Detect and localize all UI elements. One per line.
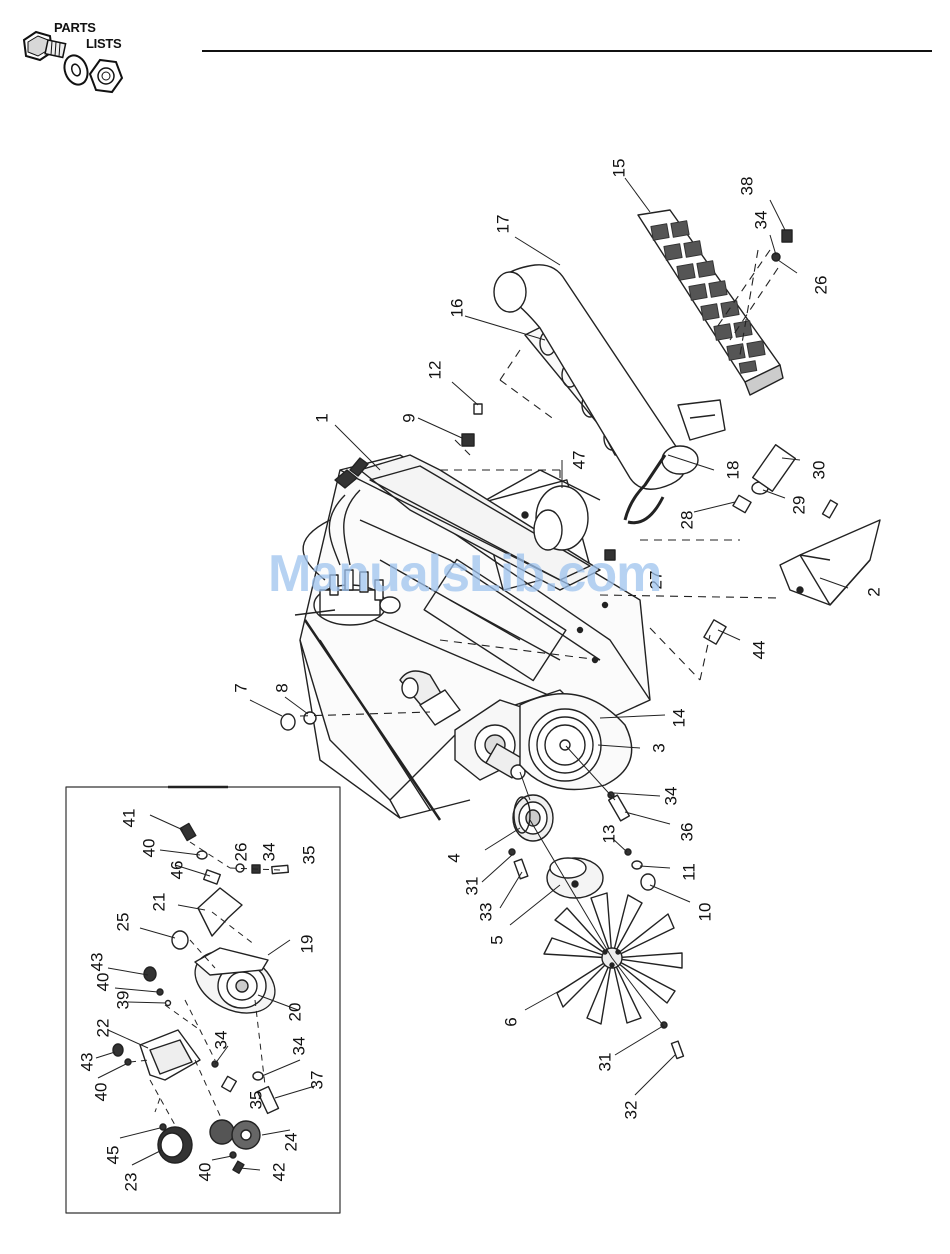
callout-number: 44 [749,641,768,660]
callout-number: 43 [87,953,106,972]
callout-number: 34 [289,1037,308,1056]
callout-number: 34 [751,211,770,230]
callout-number: 17 [493,215,512,234]
watermark: ManualsLib.com [268,544,661,604]
idler-pulleys [158,1120,260,1163]
callout-number: 39 [113,991,132,1010]
callout-number: 33 [476,903,495,922]
callout-number: 1 [312,413,331,422]
callout-number: 26 [811,276,830,295]
callout-number: 23 [121,1173,140,1192]
callout-number: 47 [569,451,588,470]
callout-number: 36 [677,823,696,842]
muffler-guard [638,210,783,395]
callout-number: 21 [149,893,168,912]
callout-number: 15 [609,159,628,178]
callout-number: 24 [281,1133,300,1152]
callout-number: 25 [113,913,132,932]
callout-number: 3 [649,743,668,752]
callout-number: 4 [444,853,463,862]
callout-number: 46 [167,861,186,880]
callout-number: 32 [621,1101,640,1120]
callout-number: 45 [103,1146,122,1165]
callout-number: 8 [272,683,291,692]
callout-number: 26 [231,843,250,862]
exhaust-pipe [494,265,698,489]
callout-number: 14 [669,709,688,728]
pulley [513,795,553,841]
spacer [172,931,188,949]
alternator-bracket [198,888,242,936]
callout-number: 11 [679,863,698,881]
callout-number: 5 [487,935,506,944]
callout-number: 2 [864,587,883,596]
callout-number: 30 [809,461,828,480]
oil-filter [534,486,588,550]
callout-number: 6 [501,1017,520,1026]
callout-number: 16 [447,299,466,318]
callout-number: 35 [246,1091,265,1110]
callout-number: 31 [462,877,481,896]
callout-number: 40 [93,973,112,992]
callout-number: 40 [91,1083,110,1102]
callout-number: 37 [307,1071,326,1090]
callout-number: 41 [119,809,138,828]
callout-number: 43 [77,1053,96,1072]
callout-number: 40 [195,1163,214,1182]
callout-number: 22 [93,1019,112,1038]
heat-shield-bracket [678,400,725,440]
callout-number: 35 [299,846,318,865]
callout-number: 19 [297,935,316,954]
callout-number: 9 [399,413,418,422]
callout-number: 12 [425,361,444,380]
callout-number: 18 [723,461,742,480]
callout-number: 42 [269,1163,288,1182]
callout-number: 31 [595,1053,614,1072]
callout-number: 29 [789,496,808,515]
plug-and-clip [281,712,316,730]
callout-number: 34 [211,1031,230,1050]
callout-number: 20 [285,1003,304,1022]
callout-number: 34 [259,843,278,862]
callout-number: 10 [695,903,714,922]
callout-number: 13 [599,825,618,844]
callout-number: 34 [661,787,680,806]
callout-number: 28 [677,511,696,530]
tensioner-bracket [140,1030,200,1080]
callout-number: 7 [231,683,250,692]
fan-spacer [547,858,603,898]
callout-number: 40 [139,839,158,858]
callout-number: 38 [737,177,756,196]
